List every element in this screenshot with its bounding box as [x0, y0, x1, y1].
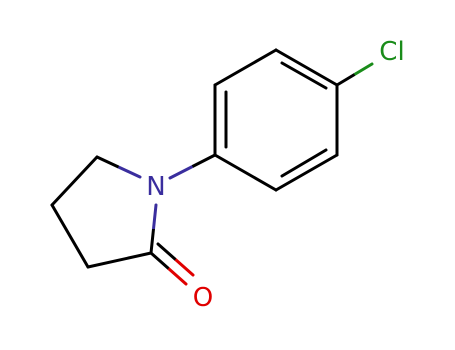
- bond-ar-3-4: [274, 48, 339, 87]
- bond-ar-inner-b: [280, 61, 328, 90]
- bond-ar-inner-c: [280, 148, 328, 178]
- bond-c4-c3: [50, 203, 90, 269]
- bond-c2-n: [149, 203, 158, 255]
- bond-c4prime-cl: [335, 62, 374, 87]
- atom-label-nitrogen: N: [146, 172, 165, 202]
- bond-c2-o-b: [156, 242, 195, 277]
- bond-c5-c4: [50, 155, 99, 207]
- bond-n-c1prime: [168, 153, 217, 180]
- bond-ar-2-3: [213, 48, 278, 87]
- bond-c3-c2: [86, 251, 153, 269]
- atom-label-oxygen: O: [193, 283, 213, 313]
- atom-label-chlorine: Cl: [379, 37, 404, 67]
- bond-n-c5: [95, 155, 142, 179]
- bond-c2-o-a: [149, 251, 188, 286]
- bond-ar-5-6: [274, 153, 339, 192]
- bond-ar-6-1: [213, 153, 278, 192]
